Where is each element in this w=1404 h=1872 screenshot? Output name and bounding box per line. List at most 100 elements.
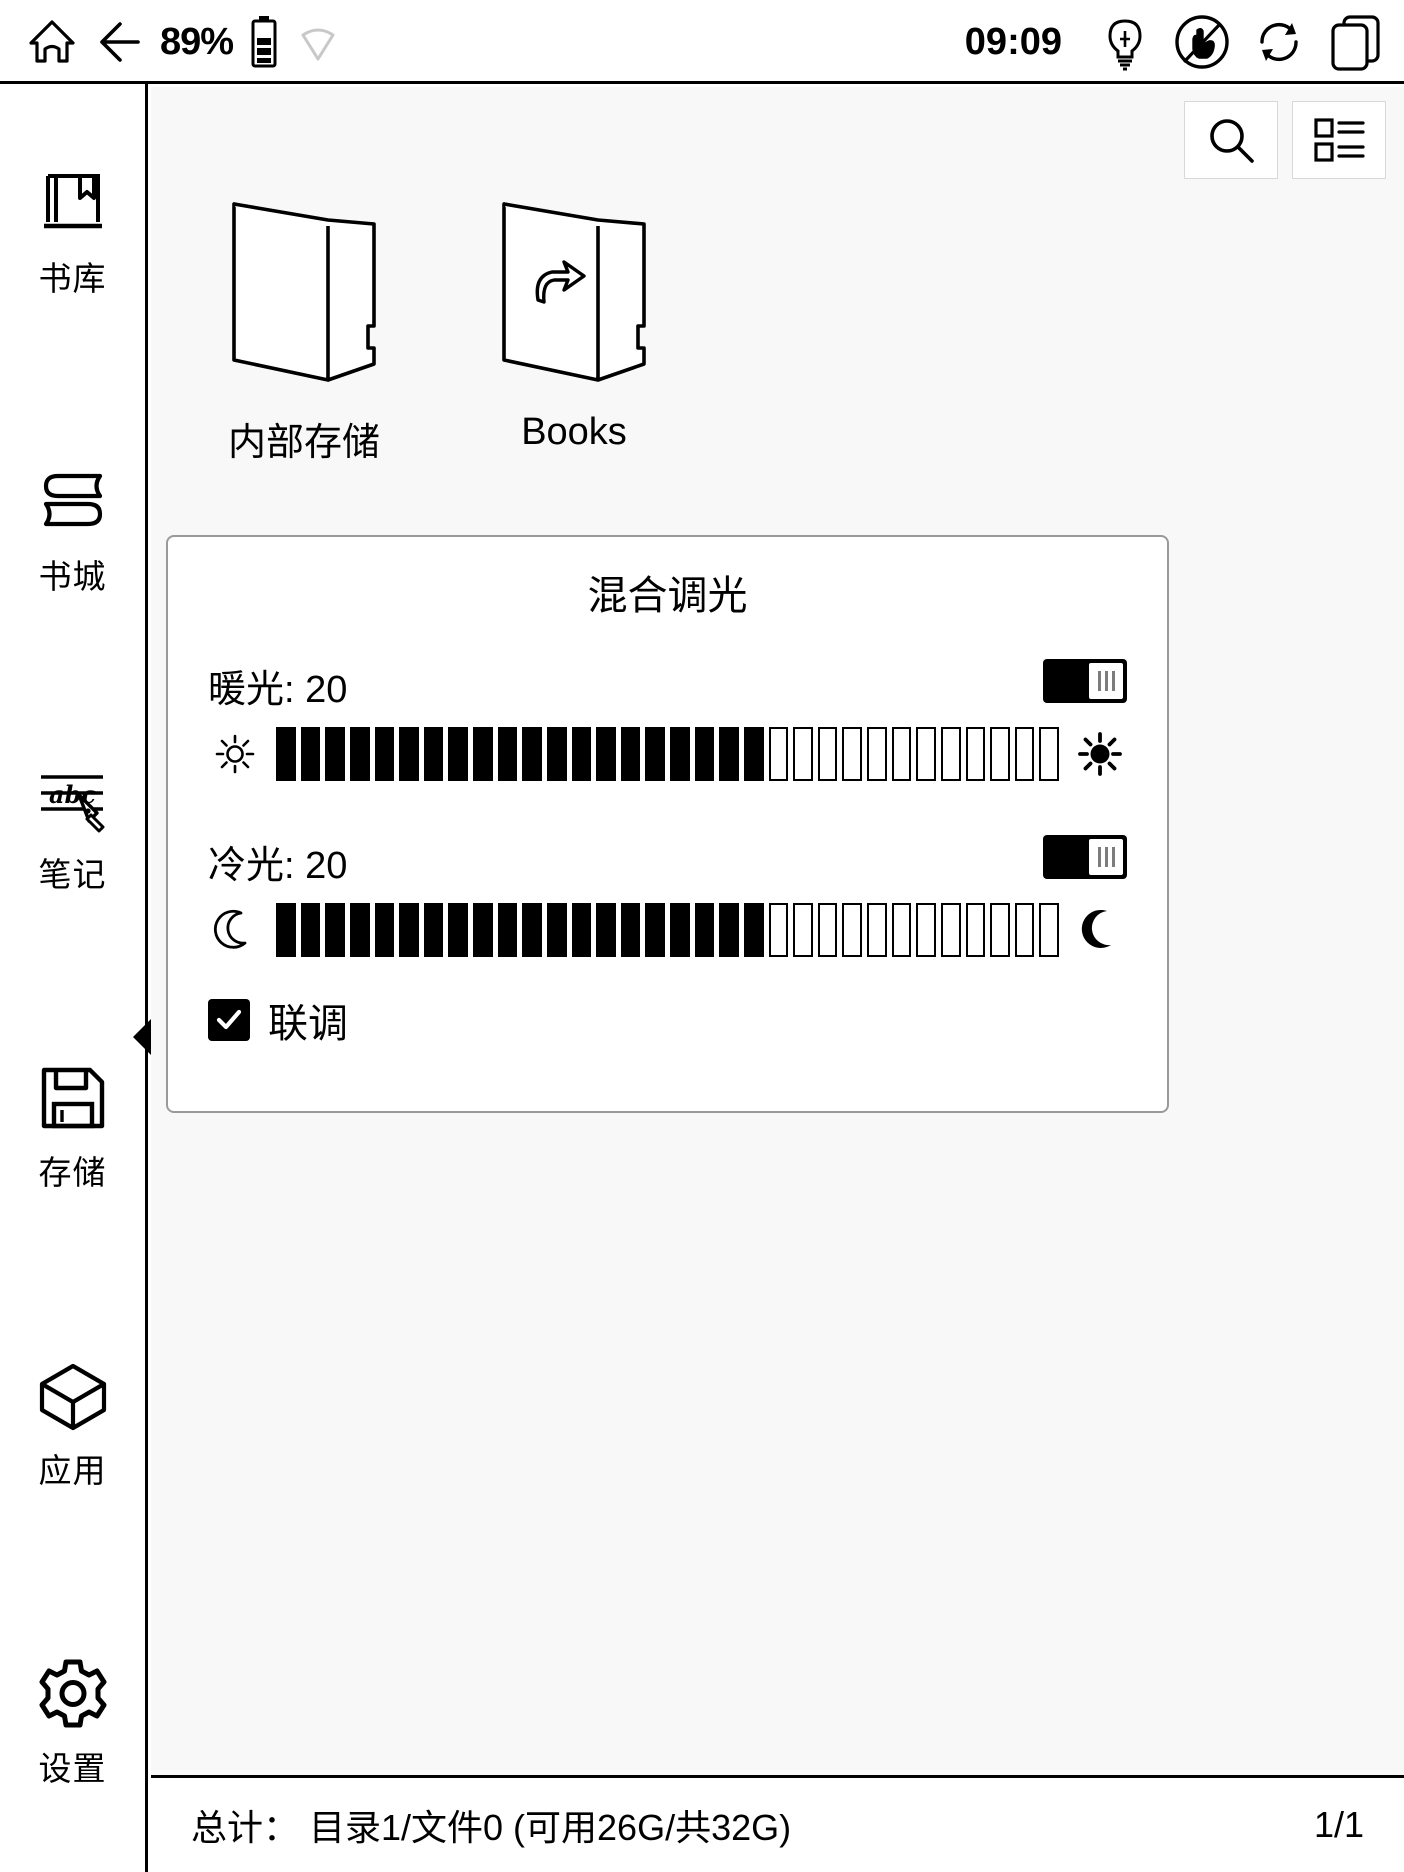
sidebar-item-apps[interactable]: 应用 [0, 1276, 147, 1574]
slider-segment[interactable] [793, 903, 813, 957]
folder-item[interactable]: 内部存储 [169, 191, 439, 466]
slider-segment[interactable] [891, 903, 912, 957]
slider-segment[interactable] [276, 903, 296, 957]
slider-segment[interactable] [719, 727, 739, 781]
slider-segment[interactable] [990, 727, 1010, 781]
slider-segment[interactable] [965, 903, 986, 957]
slider-segment[interactable] [990, 903, 1010, 957]
cool-light-slider[interactable] [208, 891, 1127, 969]
slider-segment[interactable] [448, 727, 468, 781]
slider-segment[interactable] [620, 903, 641, 957]
folder-item[interactable]: Books [439, 191, 709, 466]
slider-segment[interactable] [522, 727, 542, 781]
warm-light-toggle[interactable] [1043, 659, 1127, 703]
home-icon[interactable] [26, 16, 78, 68]
slider-segment[interactable] [743, 903, 764, 957]
slider-segment[interactable] [325, 727, 345, 781]
sidebar-item-settings[interactable]: 设置 [0, 1574, 147, 1872]
slider-segment[interactable] [546, 903, 567, 957]
slider-segment[interactable] [571, 727, 592, 781]
slider-segment[interactable] [694, 903, 715, 957]
warm-segments[interactable] [276, 727, 1059, 781]
slider-segment[interactable] [423, 727, 444, 781]
cool-segments[interactable] [276, 903, 1059, 957]
slider-segment[interactable] [522, 903, 542, 957]
slider-segment[interactable] [768, 727, 789, 781]
status-bar-right: 09:09 [965, 0, 1384, 84]
slider-segment[interactable] [374, 727, 395, 781]
slider-segment[interactable] [546, 727, 567, 781]
slider-segment[interactable] [448, 903, 468, 957]
slider-segment[interactable] [497, 903, 518, 957]
slider-segment[interactable] [374, 903, 395, 957]
slider-segment[interactable] [349, 903, 370, 957]
sidebar-item-bookstore[interactable]: 书城 [0, 382, 147, 680]
apps-cube-icon [34, 1358, 112, 1436]
slider-segment[interactable] [867, 727, 887, 781]
slider-segment[interactable] [670, 903, 690, 957]
slider-segment[interactable] [867, 903, 887, 957]
search-button[interactable] [1184, 101, 1278, 179]
sidebar-item-library[interactable]: 书库 [0, 84, 147, 382]
slider-segment[interactable] [1014, 727, 1035, 781]
slider-segment[interactable] [842, 903, 862, 957]
slider-segment[interactable] [768, 903, 789, 957]
slider-segment[interactable] [349, 727, 370, 781]
slider-segment[interactable] [916, 903, 936, 957]
slider-segment[interactable] [596, 727, 616, 781]
slider-segment[interactable] [940, 903, 961, 957]
sidebar-item-label: 应用 [38, 1452, 107, 1489]
slider-segment[interactable] [670, 727, 690, 781]
slider-segment[interactable] [497, 727, 518, 781]
sidebar-item-notes[interactable]: abc 笔记 [0, 680, 147, 978]
slider-segment[interactable] [694, 727, 715, 781]
slider-segment[interactable] [1039, 903, 1059, 957]
slider-segment[interactable] [1039, 727, 1059, 781]
slider-segment[interactable] [645, 727, 665, 781]
link-checkbox-label: 联调 [268, 1002, 348, 1046]
slider-segment[interactable] [817, 903, 838, 957]
slider-segment[interactable] [620, 727, 641, 781]
slider-segment[interactable] [1014, 903, 1035, 957]
slider-segment[interactable] [300, 727, 321, 781]
sidebar-item-label: 笔记 [38, 856, 107, 893]
slider-segment[interactable] [473, 727, 493, 781]
view-mode-button[interactable] [1292, 101, 1386, 179]
sidebar-item-storage[interactable]: 存储 [0, 978, 147, 1276]
slider-segment[interactable] [891, 727, 912, 781]
bookstore-icon [34, 464, 112, 542]
slider-segment[interactable] [276, 727, 296, 781]
slider-segment[interactable] [940, 727, 961, 781]
slider-segment[interactable] [916, 727, 936, 781]
slider-segment[interactable] [842, 727, 862, 781]
slider-segment[interactable] [423, 903, 444, 957]
slider-segment[interactable] [300, 903, 321, 957]
slider-segment[interactable] [473, 903, 493, 957]
slider-segment[interactable] [793, 727, 813, 781]
touch-disable-icon[interactable] [1174, 14, 1230, 70]
slider-segment[interactable] [399, 903, 419, 957]
slider-segment[interactable] [743, 727, 764, 781]
slider-segment[interactable] [399, 727, 419, 781]
warm-light-slider[interactable] [208, 715, 1127, 793]
folder-icon [209, 191, 399, 391]
wifi-off-icon[interactable] [295, 19, 341, 65]
slider-segment[interactable] [719, 903, 739, 957]
battery-icon [249, 14, 279, 70]
frontlight-bulb-icon[interactable] [1098, 13, 1152, 71]
slider-segment[interactable] [596, 903, 616, 957]
warm-light-header: 暖光: 20 [208, 655, 1127, 715]
slider-segment[interactable] [645, 903, 665, 957]
slider-segment[interactable] [817, 727, 838, 781]
link-checkbox-row[interactable]: 联调 [208, 991, 1127, 1049]
link-checkbox[interactable] [208, 999, 250, 1041]
slider-segment[interactable] [325, 903, 345, 957]
slider-segment[interactable] [965, 727, 986, 781]
slider-segment[interactable] [571, 903, 592, 957]
multi-window-icon[interactable] [1328, 13, 1384, 71]
search-icon [1205, 114, 1257, 166]
cool-light-toggle[interactable] [1043, 835, 1127, 879]
back-arrow-icon[interactable] [94, 17, 144, 67]
refresh-icon[interactable] [1252, 15, 1306, 69]
